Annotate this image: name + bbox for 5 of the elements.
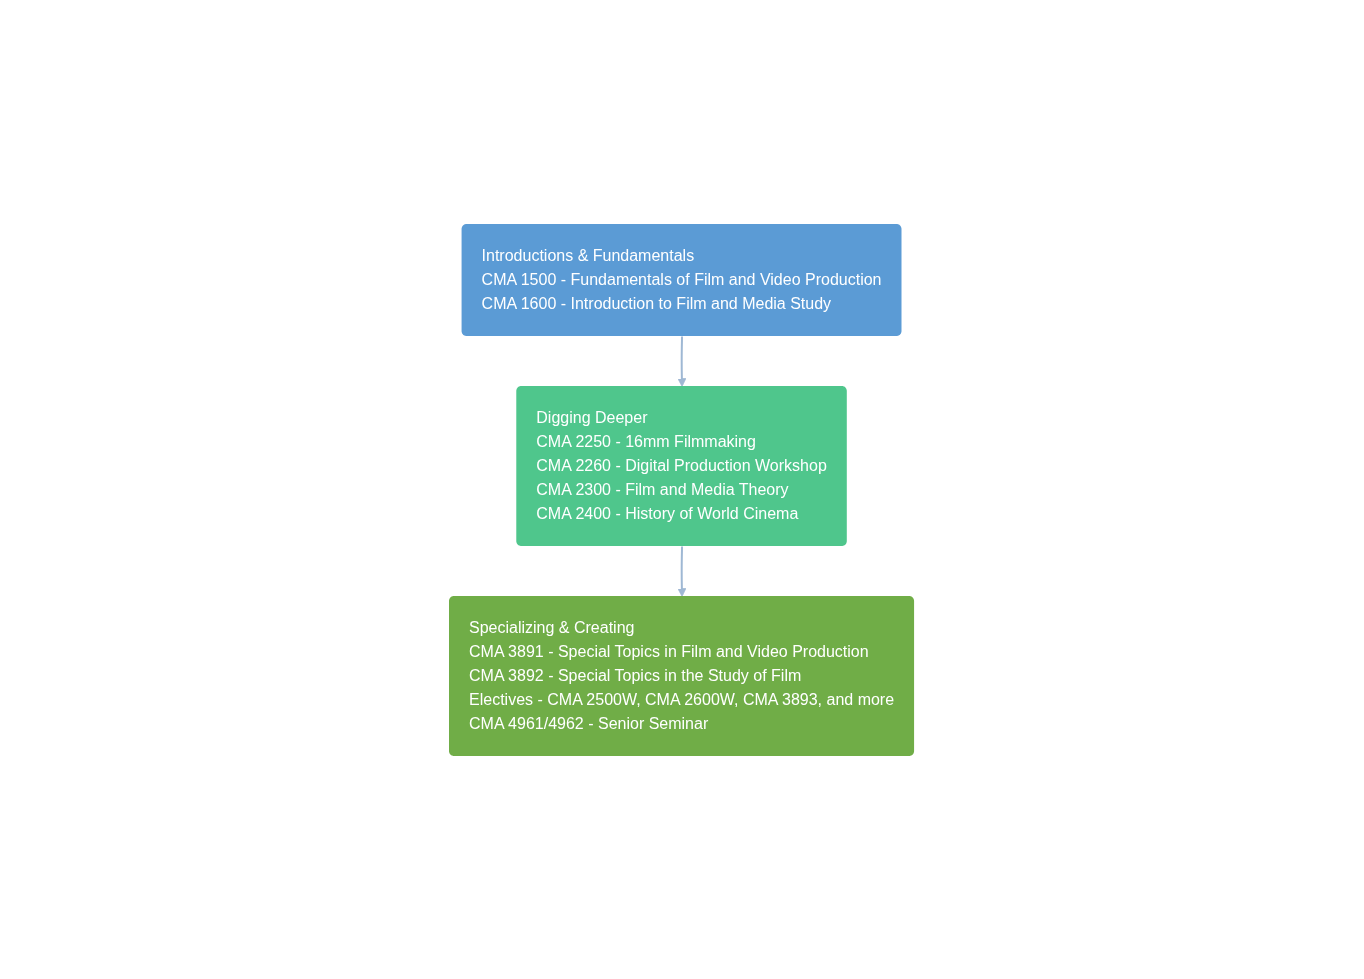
node-box: Introductions & Fundamentals CMA 1500 - Fundamentals of Film and Video Production CMA 1600 - Introduction to Film and Media Study (462, 223, 902, 336)
node-box: Specializing & Creating CMA 3891 - Special Topics in Film and Video Production CMA 3892 - Special Topics in the Study of Film Electives - CMA 2500W, CMA 2600W, CMA 3893, and more CMA 4961/4962 - Senior Seminar (449, 595, 915, 756)
arrow (677, 335, 687, 387)
node-box: Digging Deeper CMA 2250 - 16mm Filmmaking CMA 2260 - Digital Production Workshop CMA 2300 - Film and Media Theory CMA 2400 - History of World Cinema (516, 385, 848, 546)
arrow (677, 545, 687, 597)
